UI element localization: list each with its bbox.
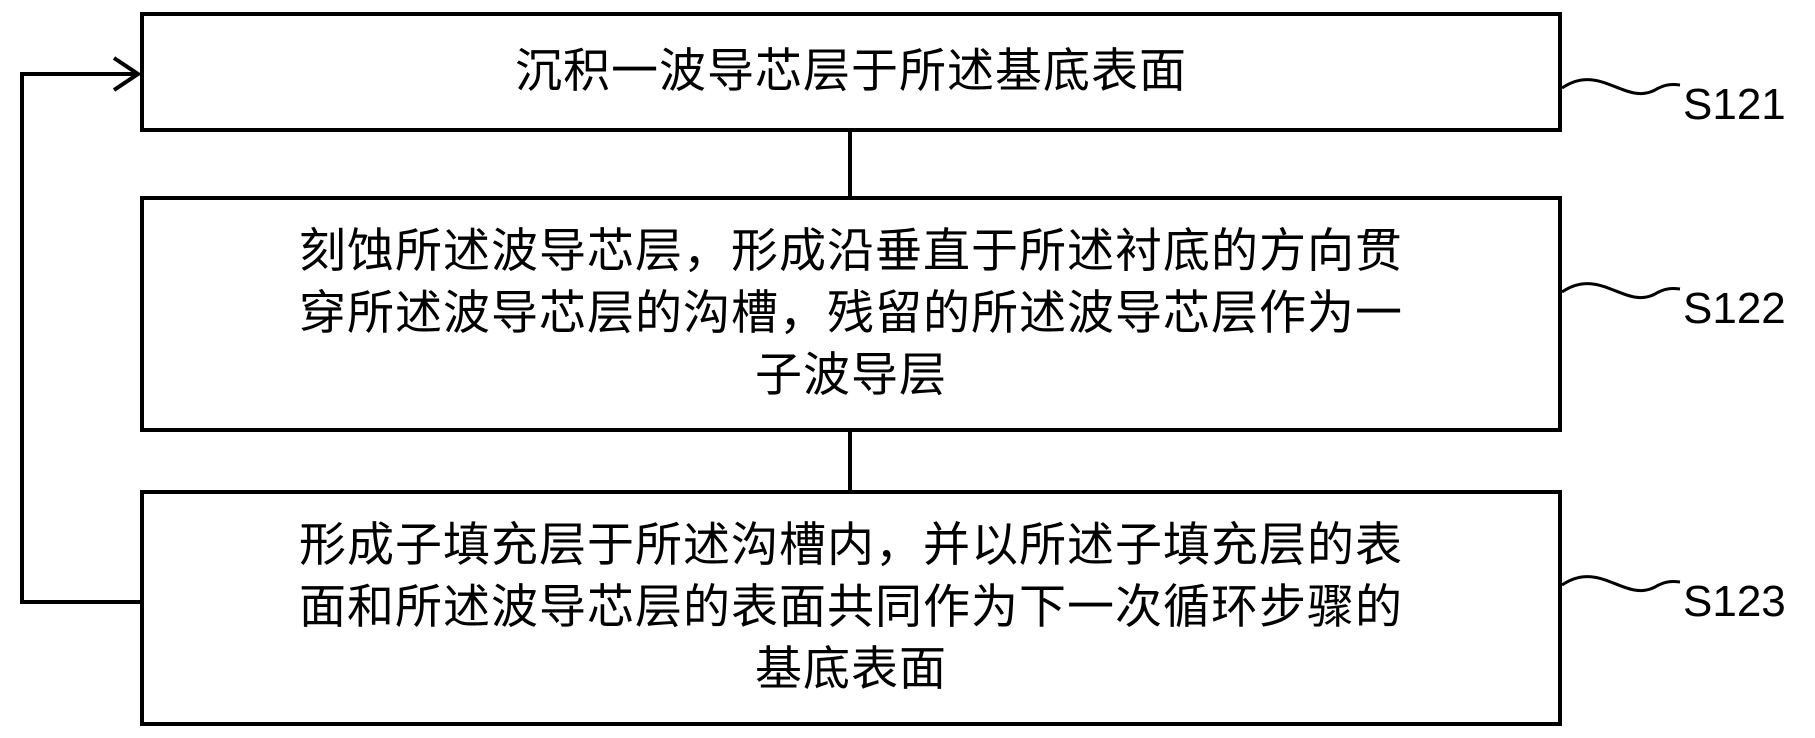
leader-s122 (1561, 282, 1681, 300)
step-text-s122-line1: 刻蚀所述波导芯层，形成沿垂直于所述衬底的方向贯 (299, 224, 1403, 279)
leader-s123 (1561, 575, 1681, 593)
step-text-s123-line2: 面和所述波导芯层的表面共同作为下一次循环步骤的 (299, 580, 1403, 635)
step-text-s121: 沉积一波导芯层于所述基底表面 (515, 44, 1187, 99)
step-label-s123: S123 (1683, 577, 1786, 626)
step-text-s122-line2: 穿所述波导芯层的沟槽，残留的所述波导芯层作为一 (299, 286, 1403, 341)
loop-back-arrowhead (112, 56, 142, 92)
step-box-s122: 刻蚀所述波导芯层，形成沿垂直于所述衬底的方向贯 穿所述波导芯层的沟槽，残留的所述… (140, 196, 1562, 432)
leader-s121 (1561, 78, 1681, 96)
step-text-s122-line3: 子波导层 (755, 348, 947, 403)
step-label-s122: S122 (1683, 284, 1786, 333)
step-text-s123-line3: 基底表面 (755, 642, 947, 697)
loop-back-arrow-line (20, 72, 140, 604)
step-text-s123-line1: 形成子填充层于所述沟槽内，并以所述子填充层的表 (299, 518, 1403, 573)
step-box-s123: 形成子填充层于所述沟槽内，并以所述子填充层的表 面和所述波导芯层的表面共同作为下… (140, 490, 1562, 726)
step-box-s121: 沉积一波导芯层于所述基底表面 (140, 12, 1562, 132)
step-label-s121: S121 (1683, 80, 1786, 129)
